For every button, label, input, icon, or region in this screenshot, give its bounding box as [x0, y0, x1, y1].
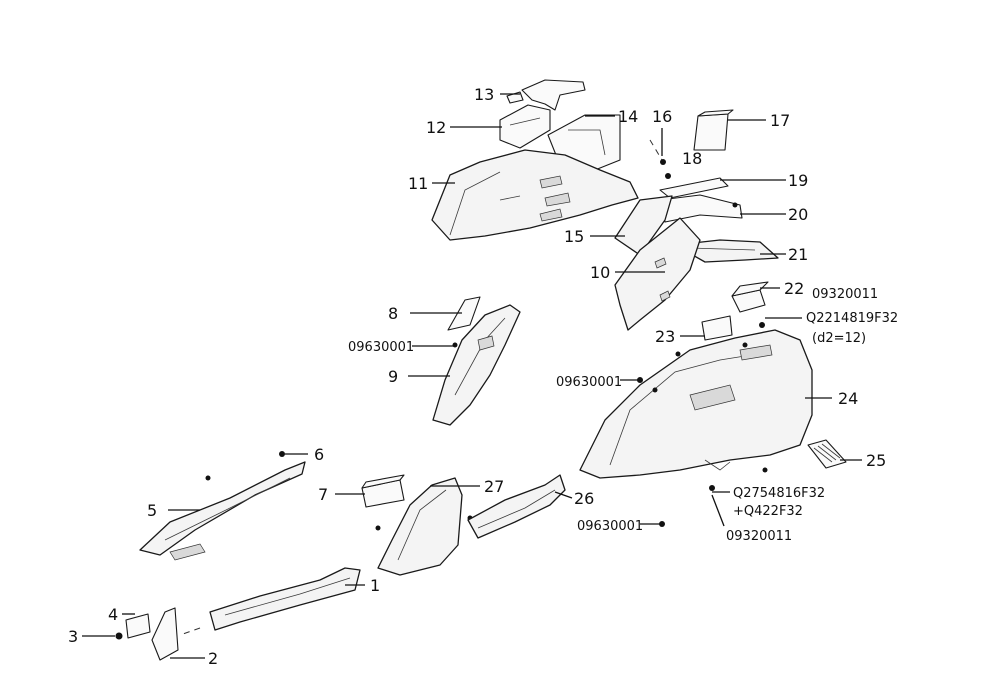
callout-21: 21	[788, 245, 808, 264]
part-12-bracket-panel	[499, 104, 551, 149]
code-09630001-a: 09630001	[348, 340, 414, 355]
code-q2754816f32: Q2754816F32	[733, 486, 825, 501]
callout-7: 7	[318, 485, 328, 504]
code-09320011-a: 09320011	[812, 287, 878, 302]
callout-19: 19	[788, 171, 808, 190]
part-26-scuff-plate	[467, 474, 566, 539]
callout-2: 2	[208, 649, 218, 668]
callout-12: 12	[426, 118, 446, 137]
nut-marker	[762, 467, 768, 473]
bolt-q2754816f32-marker	[709, 485, 715, 491]
code-09320011-b: 09320011	[726, 529, 792, 544]
part-25-grille	[807, 439, 847, 469]
callout-15: 15	[564, 227, 584, 246]
part-19-bracket	[659, 177, 729, 199]
part-4-block	[125, 613, 151, 639]
part-3-screw	[115, 632, 123, 640]
callout-labels: 1 2 3 4 5 6 7 8 9 10 11 12 13 14 15 16 1…	[68, 85, 886, 668]
part-27-lower-pillar-trim	[375, 477, 473, 576]
leader-lines	[82, 93, 862, 659]
part-15-trim-panel	[614, 195, 673, 256]
part-17-pad	[693, 109, 734, 151]
code-q422f32: +Q422F32	[733, 504, 803, 519]
callout-23: 23	[655, 327, 675, 346]
part-5-sill-rail	[139, 461, 306, 561]
part-6-clip	[279, 451, 285, 457]
part-18-clip	[665, 173, 671, 179]
callout-27: 27	[484, 477, 504, 496]
part-8-pillar-cap	[447, 296, 481, 331]
callout-20: 20	[788, 205, 808, 224]
code-d2-12: (d2=12)	[812, 331, 866, 346]
part-11-upper-trim-panel	[431, 149, 639, 241]
part-23-pad	[675, 315, 733, 357]
part-code-labels: 09630001 09630001 09630001 09320011 Q221…	[348, 287, 898, 544]
callout-11: 11	[408, 174, 428, 193]
part-7-pad	[361, 474, 405, 508]
callout-22: 22	[784, 279, 804, 298]
callout-24: 24	[838, 389, 858, 408]
callout-26: 26	[574, 489, 594, 508]
callout-25: 25	[866, 451, 886, 470]
callout-10: 10	[590, 263, 610, 282]
callout-14: 14	[618, 107, 638, 126]
part-1-door-sill-trim	[179, 567, 361, 636]
part-20-trim-section	[659, 194, 743, 223]
part-22-block	[731, 281, 769, 313]
part-21-upper-trim	[674, 239, 779, 263]
code-09630001-b: 09630001	[556, 375, 622, 390]
callout-18: 18	[682, 149, 702, 168]
callout-6: 6	[314, 445, 324, 464]
callout-8: 8	[388, 304, 398, 323]
callout-17: 17	[770, 111, 790, 130]
callout-3: 3	[68, 627, 78, 646]
bolt-q2214819f32-marker	[759, 322, 765, 328]
callout-1: 1	[370, 576, 380, 595]
clip-09630001-c-marker	[659, 521, 665, 527]
part-24-rear-quarter-trim	[579, 329, 813, 479]
code-q2214819f32: Q2214819F32	[806, 311, 898, 326]
callout-13: 13	[474, 85, 494, 104]
callout-16: 16	[652, 107, 672, 126]
part-13-clip-plate	[506, 79, 586, 111]
clip-09630001-b-marker	[637, 377, 643, 383]
callout-5: 5	[147, 501, 157, 520]
part-16-screw	[649, 139, 666, 165]
part-2-end-cap	[151, 607, 179, 661]
callout-4: 4	[108, 605, 118, 624]
part-9-b-pillar-trim	[432, 304, 521, 426]
part-10-pillar-trim	[614, 217, 701, 331]
callout-9: 9	[388, 367, 398, 386]
code-09630001-c: 09630001	[577, 519, 643, 534]
